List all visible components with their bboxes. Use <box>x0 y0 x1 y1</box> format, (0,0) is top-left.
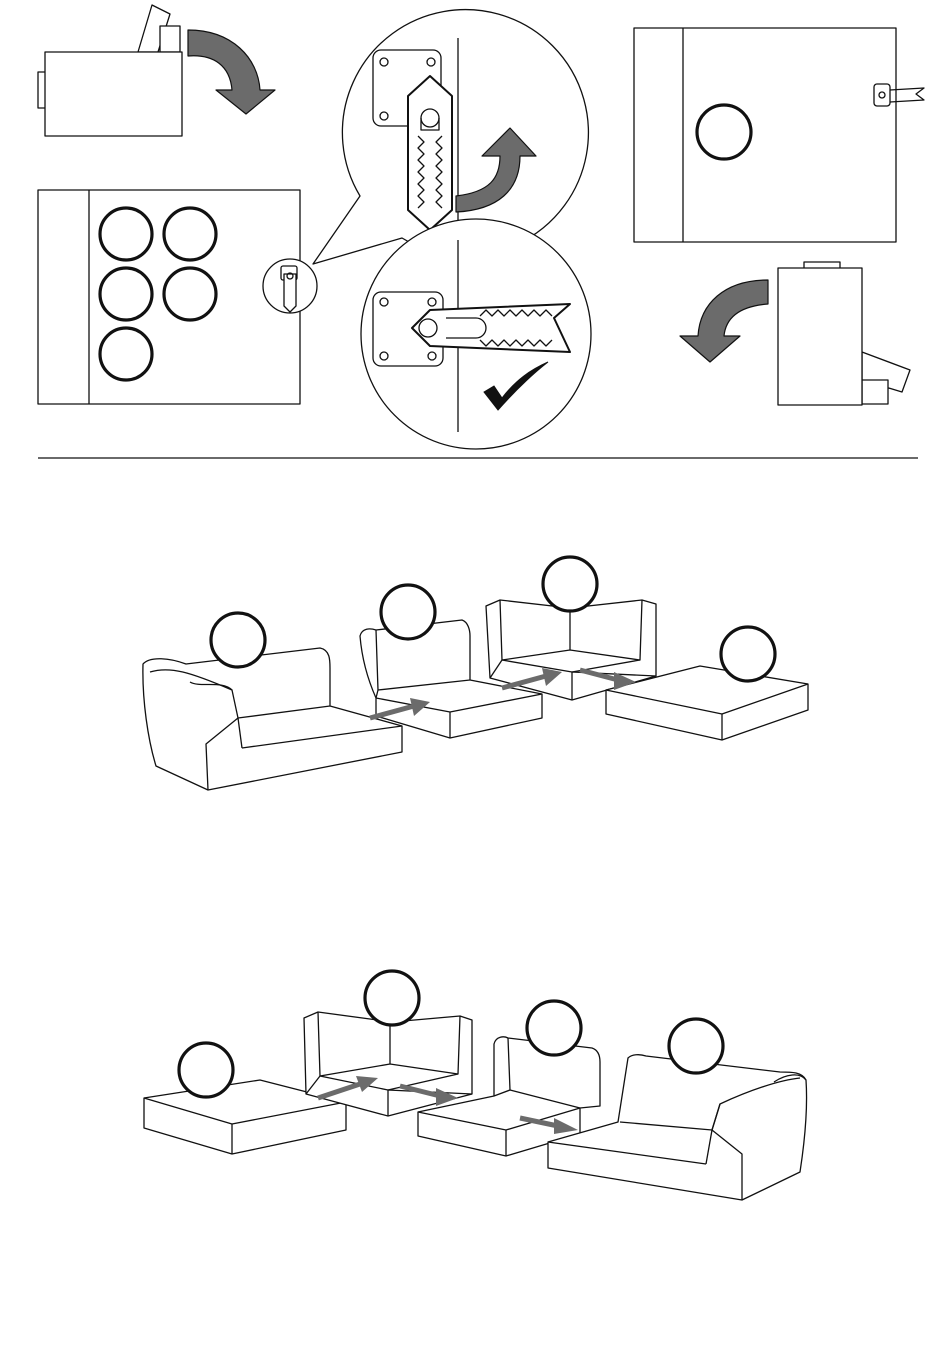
step-number-circle <box>100 268 152 320</box>
step-number-circle <box>697 105 751 159</box>
step-number-circle <box>100 328 152 380</box>
package-callout-icon <box>263 259 317 313</box>
step-number-circle <box>164 268 216 320</box>
curved-arrow-icon <box>188 30 275 114</box>
box-icon <box>778 262 910 405</box>
step-number-circle <box>669 1019 723 1073</box>
corner-module <box>486 557 656 700</box>
step-number-circle <box>211 613 265 667</box>
connector-detail-lower <box>361 219 591 449</box>
sofa-layout-1 <box>143 557 808 790</box>
step-number-circle <box>100 208 152 260</box>
sofa-layout-2 <box>144 971 807 1200</box>
corner-arm-module <box>548 1019 807 1200</box>
step-number-circle <box>381 585 435 639</box>
step-number-circle <box>543 557 597 611</box>
step-number-circle <box>721 627 775 681</box>
box-icon <box>38 5 182 136</box>
curved-arrow-icon <box>680 280 768 362</box>
package-icon <box>634 28 924 242</box>
step-number-circle <box>527 1001 581 1055</box>
step-number-circle <box>365 971 419 1025</box>
step-number-circle <box>179 1043 233 1097</box>
step-number-circle <box>164 208 216 260</box>
connector-instruction-panel <box>38 5 924 449</box>
package-icon <box>38 190 300 404</box>
